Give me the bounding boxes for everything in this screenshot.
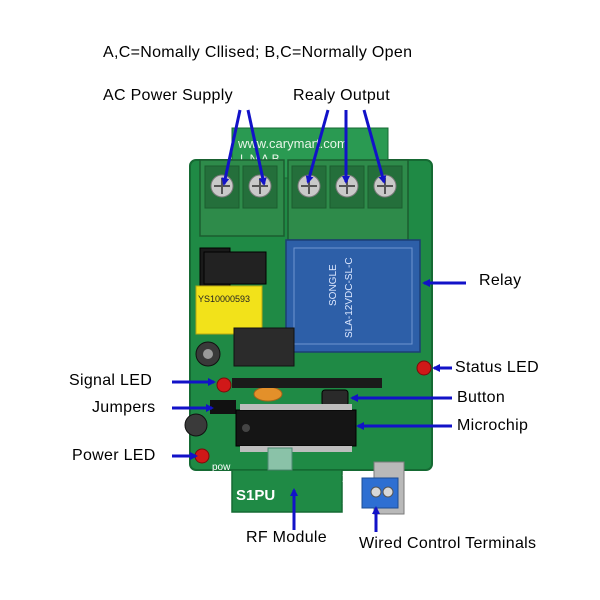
component-strip bbox=[233, 327, 295, 367]
status-led bbox=[416, 360, 432, 376]
board-id-print: S1PU bbox=[236, 487, 275, 504]
arrow-ac-2 bbox=[246, 109, 267, 186]
status-led-label: Status LED bbox=[455, 359, 539, 376]
power-transformer: YS10000593 bbox=[195, 247, 267, 335]
wired-control-terminals-label: Wired Control Terminals bbox=[359, 535, 537, 552]
relay-label: Relay bbox=[479, 272, 522, 289]
transformer-label-print: YS10000593 bbox=[198, 294, 250, 304]
pin-2-print: 2 bbox=[342, 471, 349, 485]
signal-led-label: Signal LED bbox=[69, 372, 153, 389]
relay-output-label: Realy Output bbox=[293, 87, 390, 104]
pin-1-print: 1 bbox=[342, 493, 349, 507]
ac-power-terminal-block bbox=[199, 159, 285, 237]
relay-output-terminal-block bbox=[287, 159, 409, 241]
microchip bbox=[235, 404, 357, 452]
relay-model-print: SLA-12VDC-SL-C bbox=[344, 257, 355, 338]
button-label: Button bbox=[457, 389, 506, 406]
contact-mode-note: A,C=Nomally Cllised; B,C=Normally Open bbox=[103, 44, 413, 61]
jumpers-label: Jumpers bbox=[92, 399, 156, 416]
microchip-label: Microchip bbox=[457, 417, 529, 434]
relay-component: SONGLE SLA-12VDC-SL-C bbox=[285, 239, 421, 353]
signal-led bbox=[216, 377, 232, 393]
rf-module-label: RF Module bbox=[246, 529, 327, 546]
power-led-label: Power LED bbox=[72, 447, 156, 464]
capacitor bbox=[195, 341, 221, 367]
power-led bbox=[194, 448, 210, 464]
arrow-ac-1 bbox=[221, 109, 242, 186]
arrow-out-3 bbox=[362, 109, 387, 184]
power-mark-print: pow bbox=[212, 462, 231, 473]
ac-power-supply-label: AC Power Supply bbox=[103, 87, 233, 104]
rf-module-board: S1PU 2 1 pow bbox=[212, 447, 349, 513]
annotation-arrows bbox=[172, 109, 466, 532]
orange-capacitor bbox=[253, 386, 283, 402]
push-button bbox=[321, 389, 349, 407]
bottom-capacitor bbox=[184, 413, 208, 437]
jumper-header bbox=[210, 378, 382, 414]
arrow-out-1 bbox=[305, 109, 330, 184]
relay-brand-print: SONGLE bbox=[328, 264, 339, 306]
wired-control-terminal bbox=[361, 461, 405, 515]
